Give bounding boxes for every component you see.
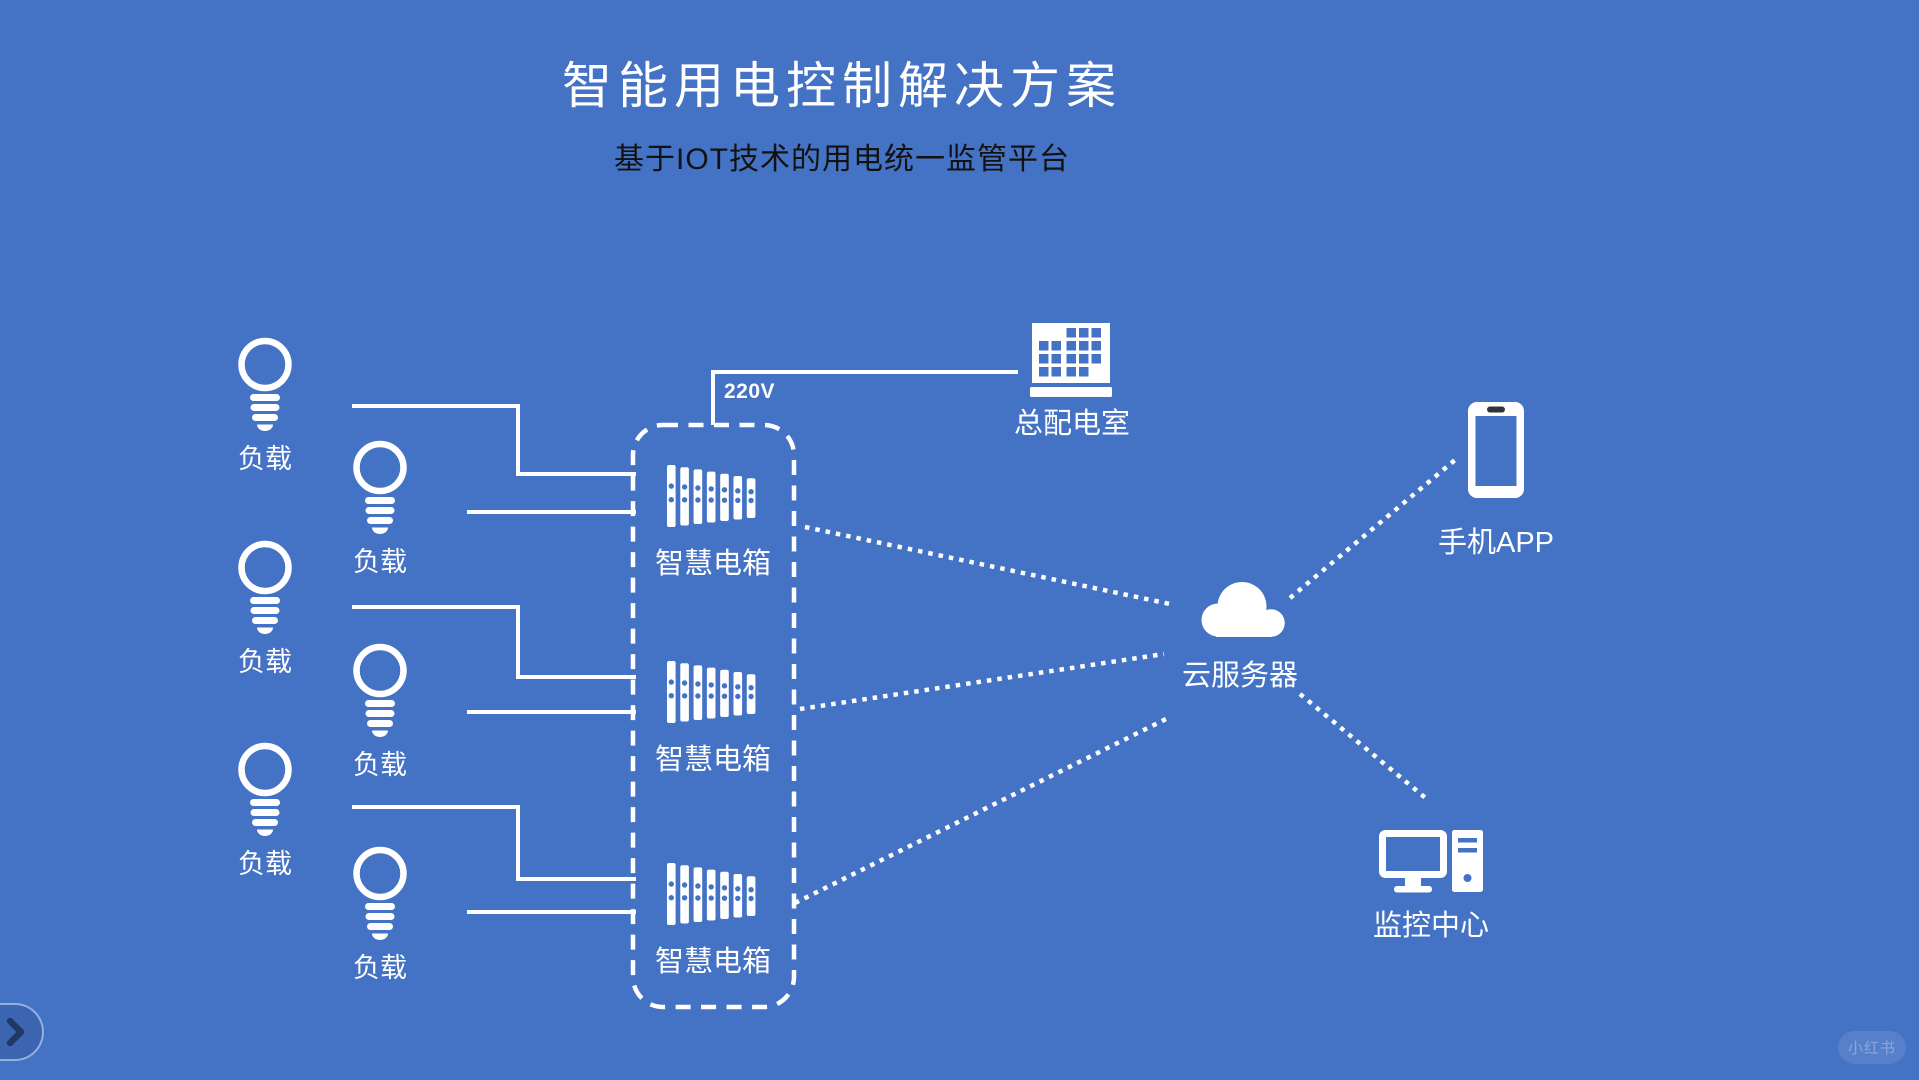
page-subtitle: 基于IOT技术的用电统一监管平台	[614, 143, 1070, 176]
building-icon	[1029, 323, 1112, 397]
chevron-right-icon	[6, 1017, 25, 1047]
node-load-3: 负载	[237, 540, 293, 678]
light-bulb-icon	[353, 846, 407, 940]
wire-load3	[352, 605, 636, 679]
node-smart-box-3: 智慧电箱	[655, 863, 771, 979]
node-monitoring-center: 监控中心	[1373, 830, 1489, 943]
page-title: 智能用电控制解决方案	[562, 58, 1122, 114]
desktop-computer-icon	[1378, 830, 1483, 893]
breaker-panel-icon	[666, 661, 756, 723]
node-load-5: 负载	[237, 742, 293, 880]
smart-box-label: 智慧电箱	[654, 946, 772, 978]
light-bulb-icon	[238, 742, 292, 836]
smartphone-icon	[1468, 402, 1524, 498]
node-load-2: 负载	[352, 440, 408, 578]
light-bulb-icon	[353, 440, 407, 534]
node-load-1: 负载	[237, 337, 293, 475]
smart-box-label: 智慧电箱	[654, 744, 772, 776]
link-box1-cloud	[804, 524, 1171, 607]
voltage-label: 220V	[724, 380, 776, 403]
link-box2-cloud	[799, 651, 1165, 712]
wire-mains-220v	[711, 370, 1018, 425]
load-label: 负载	[238, 849, 292, 879]
node-cloud-server: 云服务器	[1182, 580, 1298, 693]
next-slide-button[interactable]	[0, 1003, 44, 1061]
wire-load1	[352, 404, 636, 476]
link-cloud-monitor	[1298, 692, 1430, 802]
link-cloud-phone	[1288, 458, 1457, 600]
link-box3-cloud	[794, 715, 1169, 906]
smart-box-group-dashed-frame	[630, 422, 797, 1010]
node-smart-box-1: 智慧电箱	[655, 465, 771, 581]
light-bulb-icon	[238, 337, 292, 431]
mobile-app-label: 手机APP	[1437, 527, 1555, 559]
node-load-4: 负载	[352, 643, 408, 781]
load-label: 负载	[353, 750, 407, 780]
node-smart-box-2: 智慧电箱	[655, 661, 771, 777]
load-label: 负载	[353, 953, 407, 983]
load-label: 负载	[353, 547, 407, 577]
node-mobile-app: 手机APP	[1438, 402, 1554, 560]
breaker-panel-icon	[666, 863, 756, 925]
load-label: 负载	[238, 647, 292, 677]
watermark-text: 小红书	[1847, 1040, 1896, 1057]
node-load-6: 负载	[352, 846, 408, 984]
smart-box-label: 智慧电箱	[654, 548, 772, 580]
cloud-icon	[1201, 582, 1285, 637]
cloud-server-label: 云服务器	[1181, 660, 1299, 692]
monitoring-center-label: 监控中心	[1372, 910, 1490, 942]
light-bulb-icon	[353, 643, 407, 737]
breaker-panel-icon	[666, 465, 756, 527]
distribution-room-label: 总配电室	[1013, 408, 1131, 440]
node-distribution-room: 总配电室	[1014, 323, 1130, 441]
watermark-badge: 小红书	[1838, 1031, 1906, 1064]
wire-load5	[352, 805, 636, 881]
light-bulb-icon	[238, 540, 292, 634]
load-label: 负载	[238, 444, 292, 474]
